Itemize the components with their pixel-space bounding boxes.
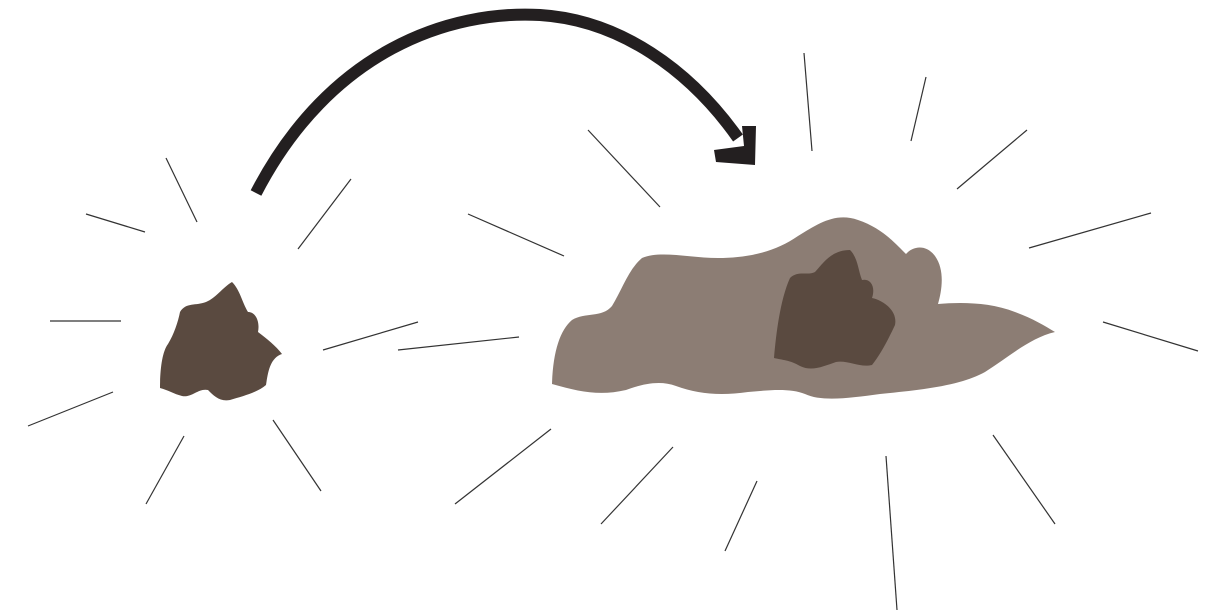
- small-stain-ray-6: [273, 420, 321, 491]
- small-stain-ray-8: [298, 179, 351, 249]
- large-stain-ray-6: [725, 481, 757, 551]
- large-stain-ray-10: [1029, 213, 1151, 248]
- large-stain-ray-13: [804, 53, 812, 151]
- large-stain-ray-11: [957, 130, 1027, 189]
- small-stain-ray-4: [28, 392, 113, 426]
- large-stain-ray-8: [993, 435, 1055, 524]
- small-stain-ray-1: [166, 158, 197, 222]
- large-stain-ray-7: [886, 456, 897, 610]
- small-stain-ray-5: [146, 436, 184, 504]
- large-stain-ray-3: [398, 337, 519, 350]
- large-stain-ray-4: [455, 429, 551, 504]
- large-stain-ray-5: [601, 447, 673, 524]
- small-stain-ray-7: [323, 322, 418, 350]
- large-stain-ray-12: [911, 77, 926, 141]
- small-stain-icon: [160, 282, 282, 400]
- large-stain-ray-9: [1103, 322, 1198, 351]
- curved-arrow-icon: [256, 15, 756, 193]
- arrow-shaft: [256, 15, 738, 193]
- large-stain-ray-2: [468, 214, 564, 256]
- large-stain-ray-1: [588, 130, 660, 207]
- small-stain-ray-2: [86, 214, 145, 232]
